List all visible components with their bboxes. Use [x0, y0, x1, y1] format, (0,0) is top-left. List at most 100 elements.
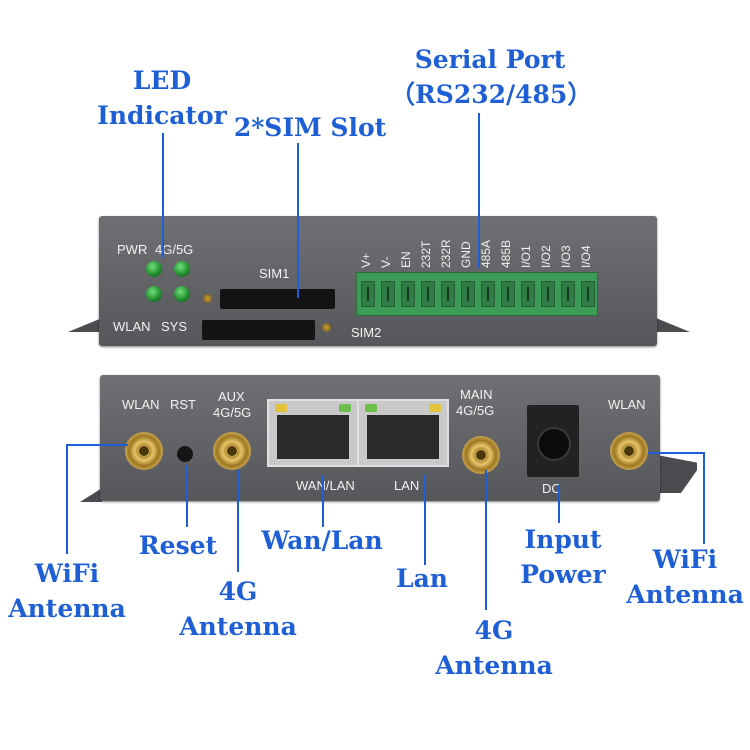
wan-lan-led-left [275, 404, 287, 412]
callout-serial-port: Serial Port （RS232/485） [390, 42, 593, 112]
rst-label: RST [170, 397, 196, 412]
terminal-screw-slot [387, 287, 389, 301]
terminal-screw-slot [447, 287, 449, 301]
lead-4g-left [237, 470, 239, 572]
terminal-screw-slot [547, 287, 549, 301]
terminal-screw[interactable] [521, 281, 535, 307]
led-pwr [146, 261, 162, 277]
callout-power-line2: Power [520, 560, 606, 589]
lead-lan [424, 475, 426, 565]
terminal-screw-slot [507, 287, 509, 301]
lan-led-left [365, 404, 377, 412]
sim2-slot[interactable] [202, 320, 315, 340]
sim-screw [322, 323, 331, 332]
terminal-screw[interactable] [541, 281, 555, 307]
callout-4g-left-line2: Antenna [179, 612, 297, 641]
aux-band-label: 4G/5G [213, 405, 252, 420]
terminal-label: GND [459, 241, 473, 268]
terminal-screw[interactable] [441, 281, 455, 307]
terminal-label: 485B [499, 239, 513, 268]
terminal-screw-slot [567, 287, 569, 301]
wifi-antenna-connector-left[interactable] [125, 432, 163, 470]
dc-label: DC [542, 481, 561, 496]
lan-port[interactable] [357, 399, 449, 467]
terminal-screw-slot [427, 287, 429, 301]
callout-wifi-left-line1: WiFi [34, 559, 100, 588]
terminal-screw-slot [487, 287, 489, 301]
callout-serial-line2: （RS232/485） [390, 80, 593, 109]
callout-led-indicator: LED Indicator [82, 63, 242, 133]
terminal-label: 485A [479, 239, 493, 268]
callout-4g-left-line1: 4G [218, 577, 258, 606]
terminal-screw[interactable] [361, 281, 375, 307]
terminal-screw-slot [587, 287, 589, 301]
terminal-label: I/O2 [539, 245, 553, 268]
terminal-screw-slot [467, 287, 469, 301]
lead-wifi-left-v [66, 444, 68, 554]
dc-power-jack[interactable] [527, 405, 579, 477]
callout-wifi-left: WiFi Antenna [0, 556, 134, 626]
terminal-screw[interactable] [481, 281, 495, 307]
reset-button[interactable] [177, 446, 193, 462]
aux-label: AUX [218, 389, 245, 404]
dc-jack-hole [537, 427, 571, 461]
callout-4g-left: 4G Antenna [176, 574, 300, 644]
callout-4g-right-line1: 4G [474, 616, 514, 645]
callout-led-line2: Indicator [97, 101, 227, 130]
serial-terminal-block[interactable] [356, 272, 598, 316]
callout-4g-right: 4G Antenna [432, 613, 556, 683]
wan-lan-port-label: WAN/LAN [296, 478, 355, 493]
terminal-screw[interactable] [461, 281, 475, 307]
sim1-slot[interactable] [220, 289, 335, 309]
4g-aux-antenna-connector[interactable] [213, 432, 251, 470]
lead-sim [297, 143, 299, 298]
terminal-screw[interactable] [401, 281, 415, 307]
lead-wifi-right-h [648, 452, 705, 454]
led-sys [174, 286, 190, 302]
callout-led-line1: LED [132, 66, 192, 95]
terminal-screw-slot [367, 287, 369, 301]
terminal-screw[interactable] [581, 281, 595, 307]
callout-power-line1: Input [524, 525, 602, 554]
band-label: 4G/5G [155, 242, 194, 257]
pwr-label: PWR [117, 242, 148, 257]
lead-wifi-left-h [66, 444, 128, 446]
indicator-screw [203, 294, 212, 303]
callout-wifi-left-line2: Antenna [8, 594, 126, 623]
terminal-screw-slot [527, 287, 529, 301]
4g-main-antenna-connector[interactable] [462, 436, 500, 474]
callout-lan: Lan [396, 564, 448, 593]
terminal-screw[interactable] [421, 281, 435, 307]
wifi-antenna-connector-right[interactable] [610, 432, 648, 470]
callout-wifi-right-line1: WiFi [652, 545, 718, 574]
lead-wifi-right-v [703, 452, 705, 544]
callout-4g-right-line2: Antenna [435, 651, 553, 680]
mounting-flange-left-bottom [80, 488, 102, 502]
led-wlan [146, 286, 162, 302]
terminal-screw[interactable] [561, 281, 575, 307]
terminal-label: EN [399, 251, 413, 268]
wlan-right-label: WLAN [608, 397, 646, 412]
wlan-left-label: WLAN [122, 397, 160, 412]
mounting-flange-right-bottom [657, 455, 697, 493]
router-rear-panel: WLAN RST AUX 4G/5G WAN/LAN LAN MAIN 4G/5… [100, 375, 660, 501]
terminal-screw[interactable] [381, 281, 395, 307]
callout-wifi-right: WiFi Antenna [620, 542, 750, 612]
sim2-label: SIM2 [351, 325, 382, 340]
callout-input-power: Input Power [505, 522, 621, 592]
callout-sim-slot: 2*SIM Slot [233, 113, 387, 142]
lead-input-power [558, 485, 560, 523]
terminal-label: I/O1 [519, 245, 533, 268]
terminal-label: V- [379, 256, 393, 268]
wan-lan-port[interactable] [267, 399, 359, 467]
wan-lan-socket [277, 415, 349, 459]
main-band-label: 4G/5G [456, 403, 495, 418]
led-4g5g [174, 261, 190, 277]
callout-serial-line1: Serial Port [414, 45, 566, 74]
lead-led [162, 133, 164, 258]
terminal-screw[interactable] [501, 281, 515, 307]
terminal-screw-slot [407, 287, 409, 301]
main-label: MAIN [460, 387, 493, 402]
callout-wifi-right-line2: Antenna [626, 580, 744, 609]
